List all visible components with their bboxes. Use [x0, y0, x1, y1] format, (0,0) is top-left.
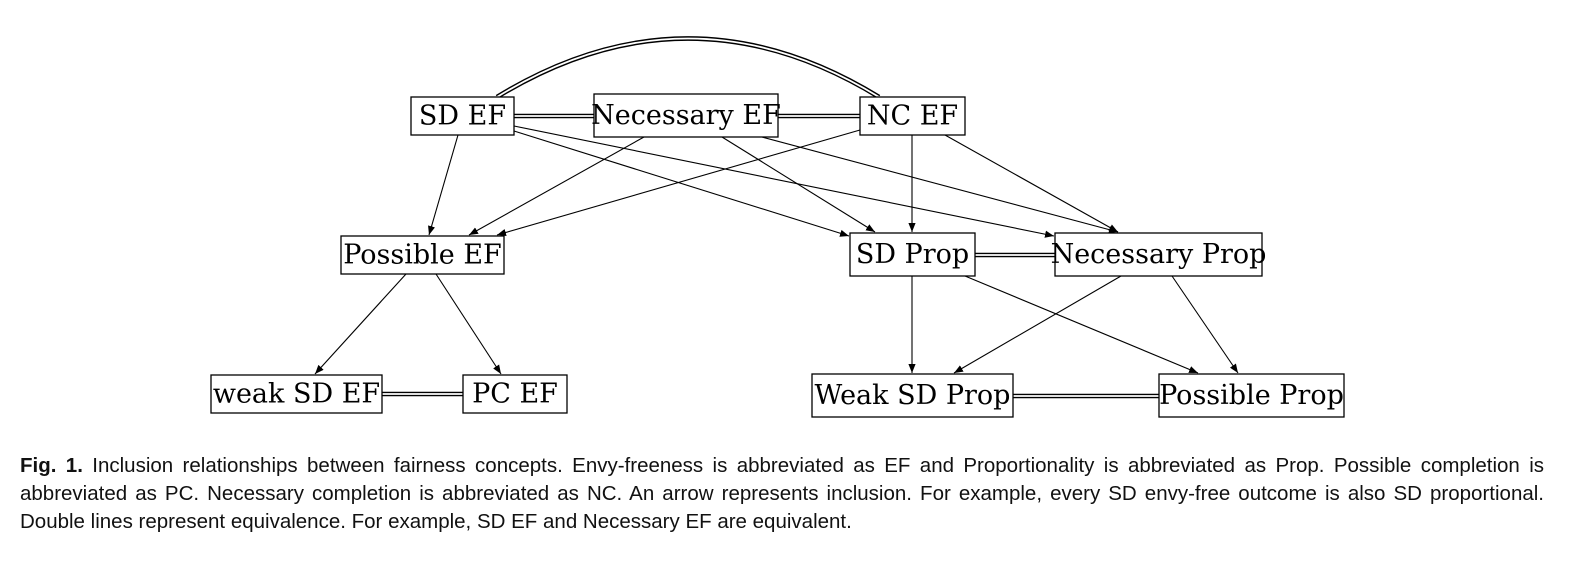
arrow-nec-prop-to-pos-prop — [1171, 275, 1239, 374]
node-weak-sd-ef: weak SD EF — [210, 374, 383, 414]
node-label-nec-prop: Necessary Prop — [1051, 239, 1267, 270]
node-sd-prop: SD Prop — [849, 232, 976, 277]
node-pos-ef: Possible EF — [340, 235, 505, 275]
node-label-nec-ef: Necessary EF — [591, 100, 781, 131]
caption-text: Inclusion relationships between fairness… — [20, 454, 1544, 533]
node-box-nec-prop — [1054, 232, 1263, 277]
node-box-sd-ef — [410, 96, 515, 136]
node-label-weak-sd-ef: weak SD EF — [213, 379, 380, 410]
node-sd-ef: SD EF — [410, 96, 515, 136]
node-box-sd-prop — [849, 232, 976, 277]
arrow-sd-ef-to-pos-ef — [428, 134, 459, 236]
node-nec-prop: Necessary Prop — [1051, 232, 1267, 277]
node-nec-ef: Necessary EF — [591, 93, 781, 138]
node-pos-prop: Possible Prop — [1158, 373, 1345, 418]
arrow-sd-prop-to-pos-prop — [964, 275, 1199, 374]
arrow-nc-ef-to-pos-ef — [496, 129, 861, 236]
node-box-weak-sd-ef — [210, 374, 383, 414]
node-label-sd-ef: SD EF — [419, 101, 506, 132]
node-label-weak-sd-prop: Weak SD Prop — [815, 380, 1011, 411]
inclusion-diagram: SD EF Necessary EF NC EF Possible EF SD Prop… — [210, 36, 1345, 418]
node-label-pc-ef: PC EF — [472, 379, 558, 410]
inclusion-arrows — [314, 125, 1239, 375]
node-box-nec-ef — [593, 93, 779, 138]
arrow-nec-ef-to-sd-prop — [721, 136, 876, 233]
node-label-sd-prop: SD Prop — [856, 239, 969, 270]
arrow-nc-ef-to-nec-prop — [944, 134, 1119, 233]
node-label-pos-prop: Possible Prop — [1159, 380, 1344, 411]
concept-nodes: SD EF Necessary EF NC EF Possible EF SD Prop… — [210, 93, 1345, 418]
node-box-pos-prop — [1158, 373, 1345, 418]
node-box-nc-ef — [859, 96, 966, 136]
node-nc-ef: NC EF — [859, 96, 966, 136]
node-box-pos-ef — [340, 235, 505, 275]
arrow-sd-ef-to-nec-prop — [513, 125, 1055, 238]
arrow-nec-ef-to-pos-ef — [468, 136, 645, 236]
figure-caption: Fig. 1. Inclusion relationships between … — [20, 452, 1544, 536]
figure-label: Fig. 1. — [20, 454, 83, 477]
equivalence-lines — [382, 36, 1159, 399]
node-box-weak-sd-prop — [811, 373, 1014, 418]
node-pc-ef: PC EF — [462, 374, 568, 414]
arrow-pos-ef-to-pc-ef — [435, 273, 502, 375]
arrow-sd-ef-to-sd-prop — [513, 130, 850, 237]
node-label-pos-ef: Possible EF — [343, 240, 502, 271]
arrow-nec-prop-to-weak-sd-prop — [953, 275, 1122, 374]
arrow-pos-ef-to-weak-sd-ef — [314, 273, 407, 375]
arrow-nec-ef-to-nec-prop — [761, 136, 1119, 234]
node-weak-sd-prop: Weak SD Prop — [811, 373, 1014, 418]
node-box-pc-ef — [462, 374, 568, 414]
equivalence-sd-ef-nc-ef — [495, 36, 881, 99]
node-label-nc-ef: NC EF — [867, 101, 958, 132]
